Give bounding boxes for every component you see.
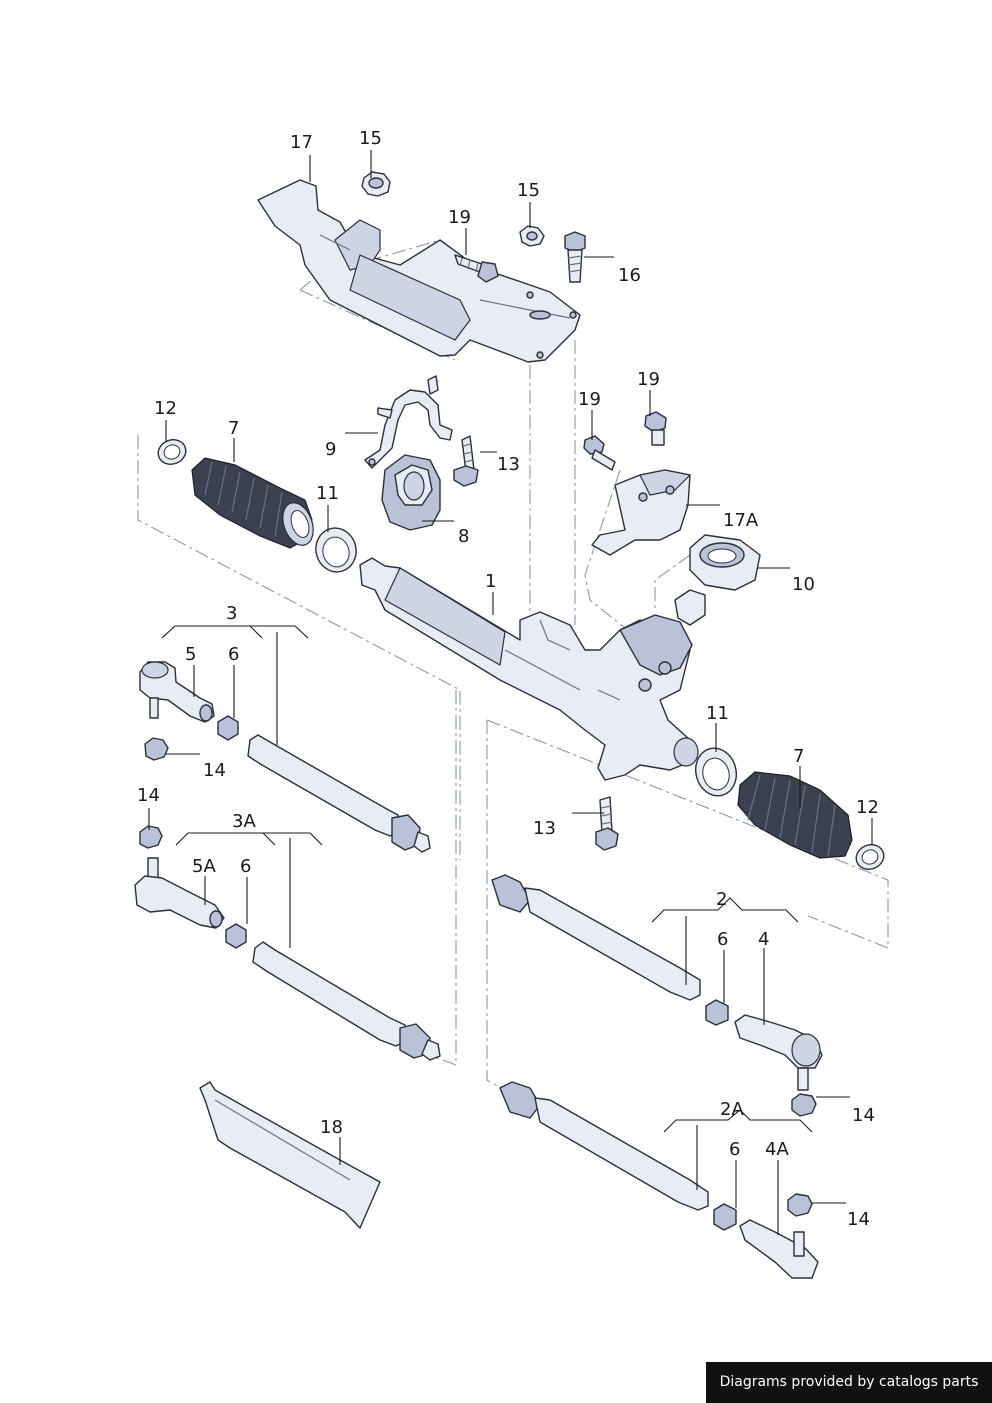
- callout-3a: 3A: [232, 811, 256, 832]
- callout-7-left: 7: [228, 418, 239, 439]
- leader-lines: [148, 150, 873, 1235]
- part-19-bolt-c: [644, 411, 667, 446]
- callout-19-top: 19: [448, 207, 471, 228]
- part-11-clamp-a: [315, 527, 357, 573]
- part-2-tie-rod: [491, 874, 701, 1001]
- credit-banner: Diagrams provided by catalogs parts: [706, 1362, 992, 1403]
- part-9-clamp: [364, 375, 453, 469]
- part-15-nut-b: [519, 225, 545, 247]
- callout-1: 1: [485, 571, 496, 592]
- part-6-nut-a: [217, 715, 239, 741]
- callout-8: 8: [458, 526, 469, 547]
- part-15-nut-a: [361, 171, 391, 197]
- callout-7-right: 7: [793, 746, 804, 767]
- part-10-mount: [689, 534, 761, 591]
- part-14-nut-d: [787, 1193, 813, 1217]
- callout-15-top-right: 15: [517, 180, 540, 201]
- assembly-lines: [137, 239, 889, 1091]
- callout-labels: 17 15 15 19 16 12 7 9 13 11 8 19 19 17A …: [137, 128, 879, 1230]
- callout-3: 3: [226, 603, 237, 624]
- part-11-clamp-b: [695, 747, 737, 797]
- part-17-bracket: [257, 179, 581, 363]
- callout-19-left: 19: [578, 389, 601, 410]
- callout-6-second: 6: [240, 856, 251, 877]
- callout-11-right: 11: [706, 703, 729, 724]
- part-19-bolt-a: [454, 254, 499, 283]
- part-16-bolt: [564, 231, 586, 283]
- part-6-nut-d: [713, 1203, 737, 1231]
- callout-2: 2: [716, 889, 727, 910]
- part-6-nut-c: [705, 999, 729, 1026]
- part-14-nut-b: [139, 825, 163, 849]
- part-13-bolt-b: [595, 796, 619, 851]
- callout-5: 5: [185, 644, 196, 665]
- callout-18: 18: [320, 1117, 343, 1138]
- callout-4a: 4A: [765, 1139, 789, 1160]
- part-8-bush: [381, 454, 441, 531]
- callout-4: 4: [758, 929, 769, 950]
- part-14-nut-c: [791, 1093, 817, 1117]
- part-17a-heat-shield: [591, 469, 691, 556]
- callout-16: 16: [618, 265, 641, 286]
- part-5-tie-rod-end: [139, 661, 215, 723]
- callout-14-first: 14: [203, 760, 226, 781]
- callout-5a: 5A: [192, 856, 216, 877]
- callout-6-third: 6: [717, 929, 728, 950]
- part-12-clip-a: [157, 439, 187, 465]
- callout-12-left: 12: [154, 398, 177, 419]
- part-4-tie-rod-end: [734, 1014, 823, 1091]
- callout-9: 9: [325, 439, 336, 460]
- part-12-clip-b: [855, 844, 885, 870]
- callout-6-first: 6: [228, 644, 239, 665]
- callout-6-fourth: 6: [729, 1139, 740, 1160]
- callout-13-upper: 13: [497, 454, 520, 475]
- callout-13-lower: 13: [533, 818, 556, 839]
- callout-10: 10: [792, 574, 815, 595]
- part-18-grease-tube: [199, 1081, 381, 1229]
- part-7-boot-b: [737, 771, 853, 859]
- part-6-nut-b: [225, 923, 247, 949]
- part-5a-tie-rod-end: [134, 857, 225, 929]
- callout-19-right: 19: [637, 369, 660, 390]
- callout-12-right: 12: [856, 797, 879, 818]
- callout-14-second: 14: [137, 785, 160, 806]
- callout-17a: 17A: [723, 510, 759, 531]
- part-7-boot-a: [191, 457, 314, 549]
- part-13-bolt-a: [453, 435, 479, 487]
- part-3a-tie-rod: [252, 941, 441, 1061]
- callout-14-third: 14: [852, 1105, 875, 1126]
- callout-17: 17: [290, 132, 313, 153]
- callout-15-top-left: 15: [359, 128, 382, 149]
- callout-2a: 2A: [720, 1099, 744, 1120]
- part-3-tie-rod: [247, 734, 431, 853]
- part-2a-tie-rod: [499, 1081, 709, 1211]
- callout-11-left: 11: [316, 483, 339, 504]
- part-14-nut-a: [144, 737, 169, 761]
- part-19-bolt-b: [583, 435, 616, 471]
- part-1-steering-rack: [359, 557, 706, 781]
- callout-14-fourth: 14: [847, 1209, 870, 1230]
- part-4a-tie-rod-end: [739, 1219, 819, 1279]
